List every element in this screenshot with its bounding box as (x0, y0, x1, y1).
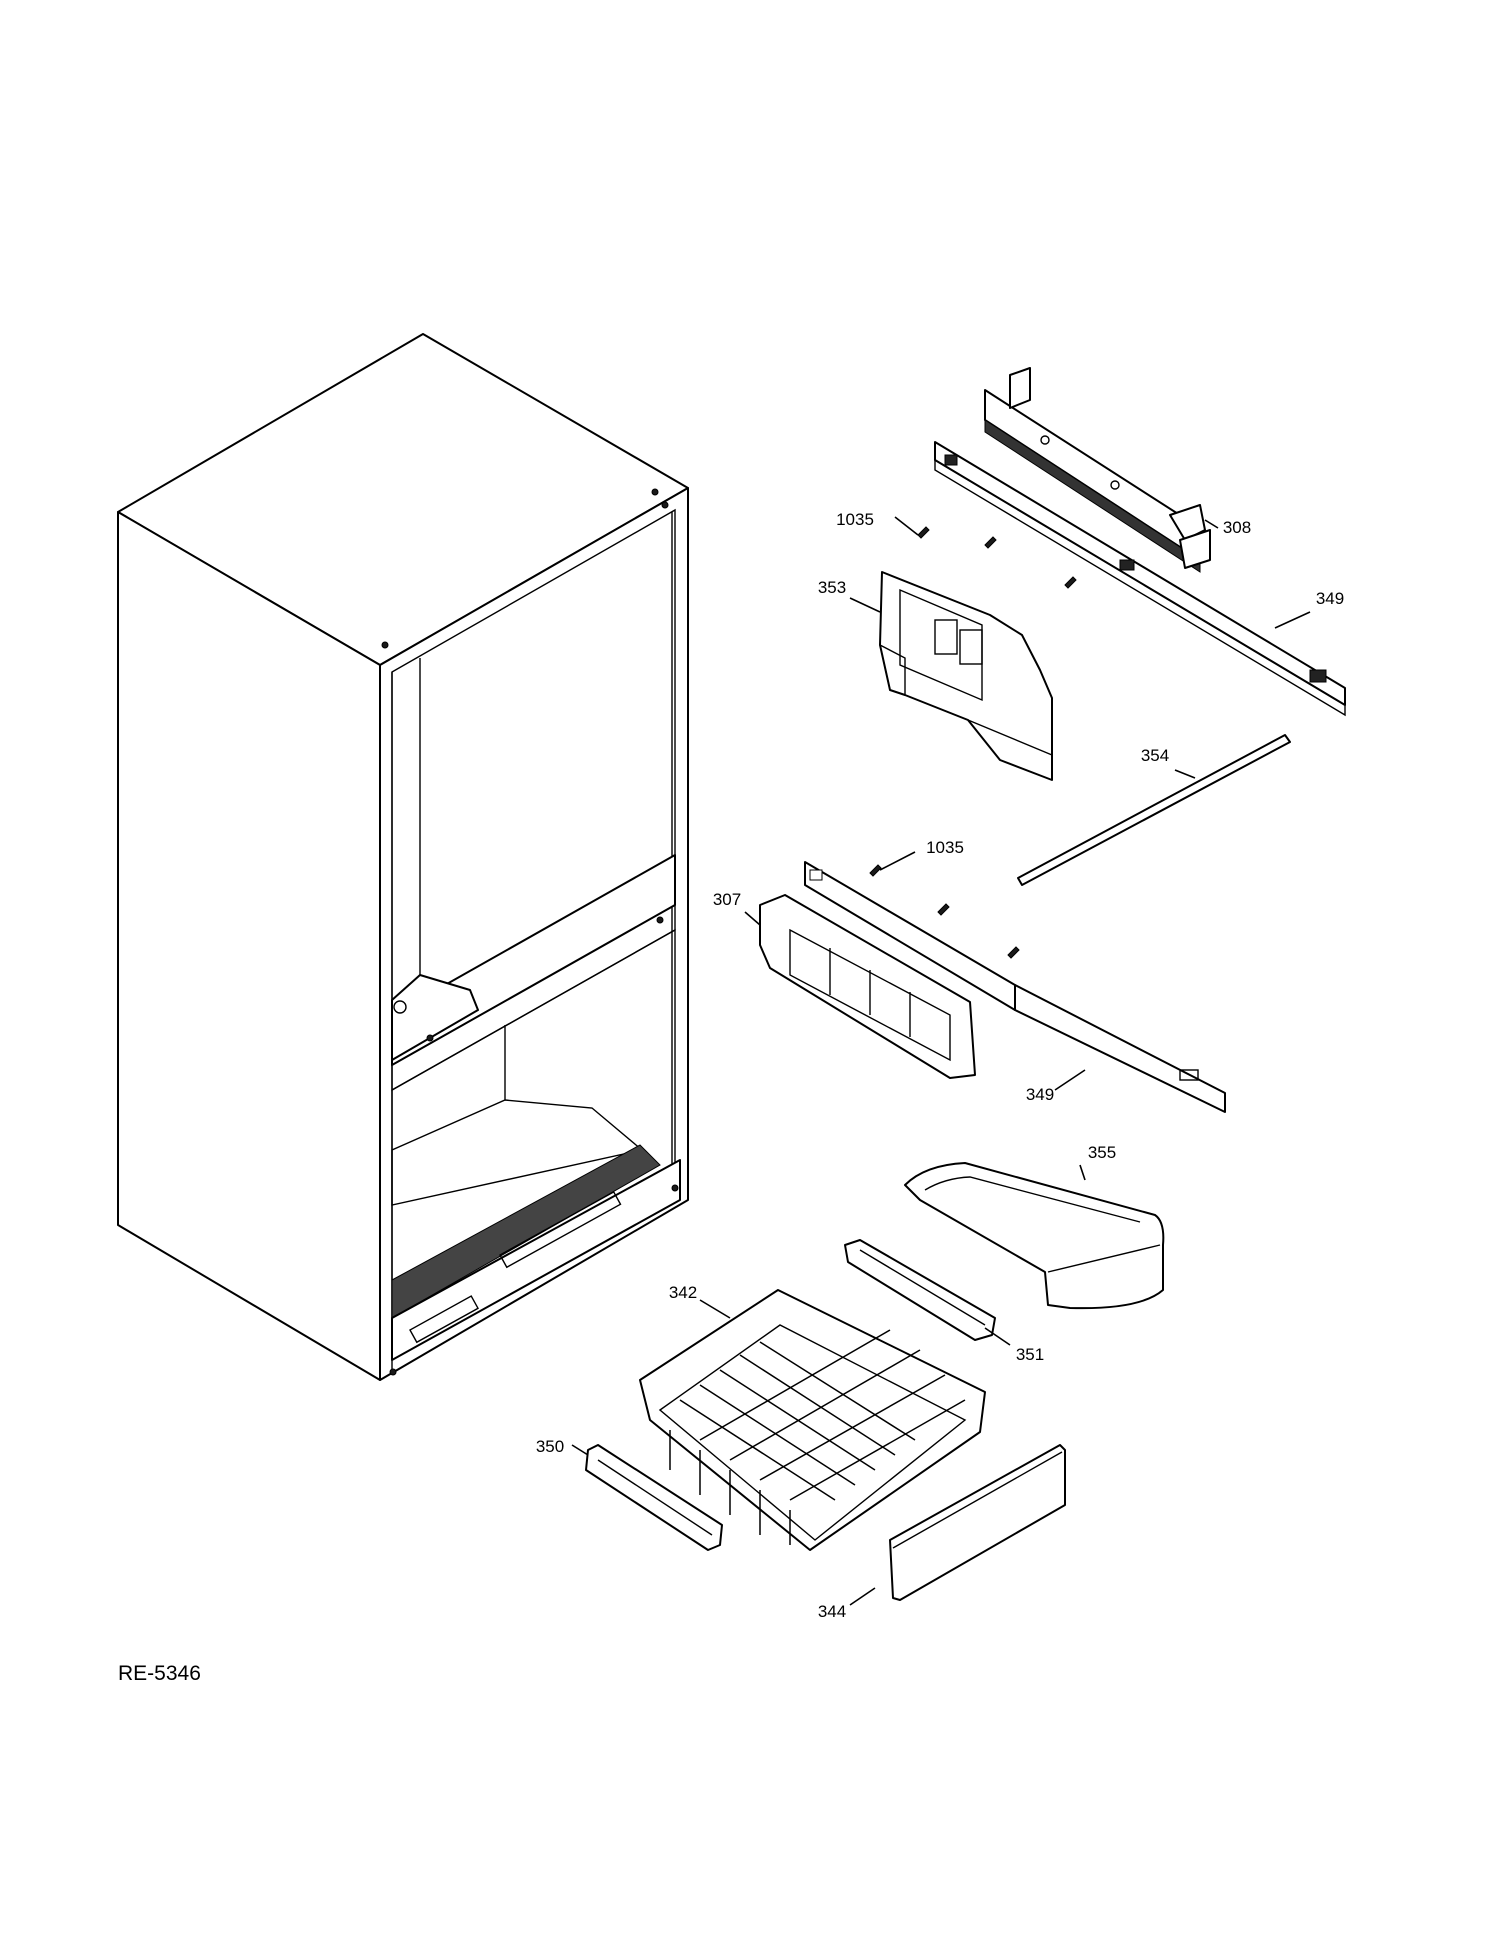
part-342-wire-basket (639, 1289, 986, 1551)
leader-lines (571, 516, 1311, 1606)
callout-353: 353 (818, 578, 846, 597)
callout-351: 351 (1016, 1345, 1044, 1364)
part-355-pan (904, 1162, 1165, 1310)
callout-349-upper: 349 (1316, 589, 1344, 608)
callout-308: 308 (1223, 518, 1251, 537)
callout-1035-lower: 1035 (926, 838, 964, 857)
diagram-reference-id: RE-5346 (118, 1662, 201, 1685)
callout-344: 344 (818, 1602, 846, 1621)
part-354-rod (1017, 734, 1291, 886)
callout-labels: 1035 308 353 349 354 1035 307 349 355 34… (536, 510, 1344, 1621)
part-353-drawer-bracket (878, 571, 1053, 781)
screws-1035-upper (917, 526, 1077, 589)
part-308-rail-bracket (984, 367, 1211, 573)
callout-349-lower: 349 (1026, 1085, 1054, 1104)
callout-342: 342 (669, 1283, 697, 1302)
callout-307: 307 (713, 890, 741, 909)
part-350-trim (585, 1444, 723, 1551)
refrigerator-case (117, 333, 689, 1381)
part-344-drawer-front (889, 1444, 1066, 1601)
callout-350: 350 (536, 1437, 564, 1456)
part-351-cover (844, 1239, 996, 1341)
callout-354: 354 (1141, 746, 1169, 765)
part-307-drawer-bracket (759, 894, 976, 1079)
screws-1035-lower (869, 864, 1020, 959)
part-349-lower-slide-rail (804, 861, 1226, 1113)
part-349-upper-slide-rail (934, 441, 1346, 717)
callout-355: 355 (1088, 1143, 1116, 1162)
callout-1035-upper: 1035 (836, 510, 874, 529)
